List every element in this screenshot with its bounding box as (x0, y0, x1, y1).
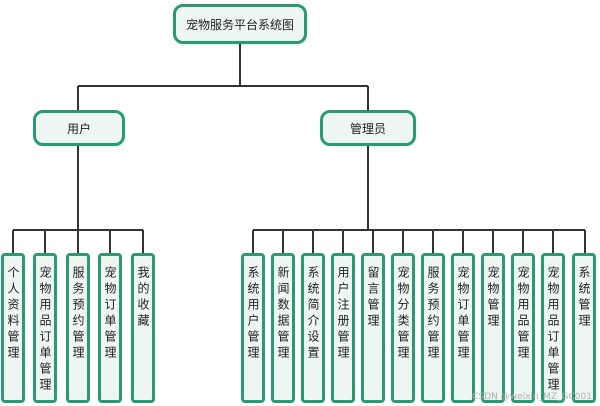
leaf-label: 宠物管理 (486, 266, 500, 330)
leaf-label: 服务预约管理 (426, 266, 440, 362)
leaf-label: 宠物用品订单管理 (546, 266, 560, 394)
leaf-node: 宠物分类管理 (391, 253, 415, 403)
leaf-node: 服务预约管理 (66, 253, 90, 403)
leaf-node: 个人资料管理 (1, 253, 25, 403)
leaf-node: 我的收藏 (131, 253, 155, 403)
leaf-label: 我的收藏 (136, 266, 150, 330)
leaf-label: 系统管理 (577, 266, 591, 330)
leaf-node: 留言管理 (361, 253, 385, 403)
leaf-label: 用户注册管理 (336, 266, 350, 362)
leaf-node: 宠物用品订单管理 (33, 253, 57, 403)
leaf-label: 个人资料管理 (6, 266, 20, 362)
branch-node-user: 用户 (33, 110, 125, 146)
leaf-label: 系统用户管理 (246, 266, 260, 362)
leaf-label: 系统简介设置 (306, 266, 320, 362)
leaf-label: 宠物订单管理 (103, 266, 117, 362)
leaf-label: 宠物用品订单管理 (38, 266, 52, 394)
branch-label: 管理员 (349, 121, 386, 136)
leaf-node: 宠物订单管理 (98, 253, 122, 403)
leaf-node: 服务预约管理 (421, 253, 445, 403)
leaf-label: 新闻数据管理 (276, 266, 290, 362)
leaf-node: 系统管理 (572, 253, 596, 403)
branch-label: 用户 (66, 121, 91, 136)
root-node: 宠物服务平台系统图 (173, 4, 307, 44)
leaf-node: 新闻数据管理 (271, 253, 295, 403)
leaf-node: 宠物订单管理 (451, 253, 475, 403)
watermark: CSDN @weixin_MZ_GC001 (472, 392, 592, 402)
leaf-node: 系统用户管理 (241, 253, 265, 403)
leaf-label: 留言管理 (366, 266, 380, 330)
root-label: 宠物服务平台系统图 (185, 17, 294, 32)
leaf-label: 宠物订单管理 (456, 266, 470, 362)
leaf-node: 系统简介设置 (301, 253, 325, 403)
leaf-label: 服务预约管理 (71, 266, 85, 362)
leaf-node: 用户注册管理 (331, 253, 355, 403)
leaf-node: 宠物管理 (481, 253, 505, 403)
leaf-label: 宠物用品管理 (516, 266, 530, 362)
leaf-label: 宠物分类管理 (396, 266, 410, 362)
branch-node-admin: 管理员 (320, 110, 416, 146)
leaf-node: 宠物用品管理 (511, 253, 535, 403)
leaf-node: 宠物用品订单管理 (541, 253, 565, 403)
